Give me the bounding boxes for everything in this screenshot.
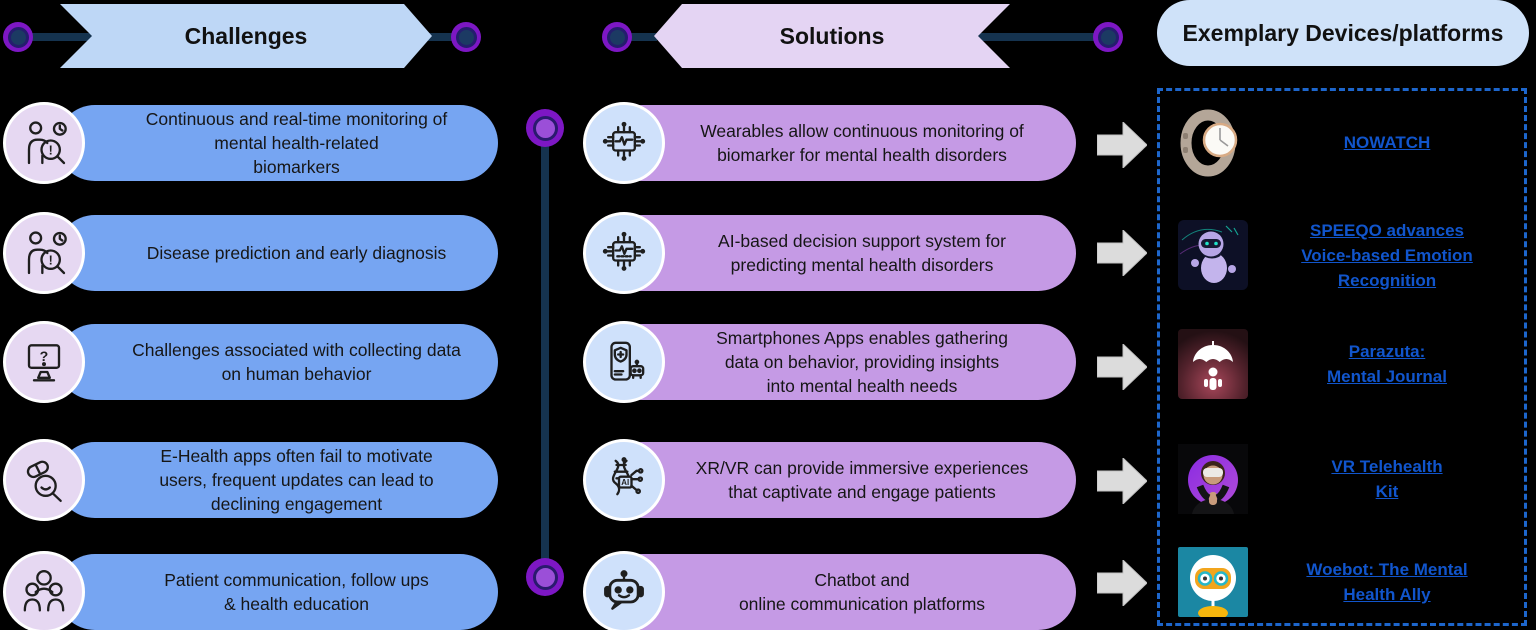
vr-telehealth-link[interactable]: VR Telehealth Kit bbox=[1331, 457, 1443, 501]
parazuta-link[interactable]: Parazuta: Mental Journal bbox=[1327, 342, 1447, 386]
solution-item: AI-based decision support system for pre… bbox=[583, 212, 1076, 294]
chip-ai-icon bbox=[583, 212, 665, 294]
person-diagnosis-search-icon: ! bbox=[3, 212, 85, 294]
challenge-text: E-Health apps often fail to motivate use… bbox=[159, 446, 434, 514]
connector-node-top bbox=[526, 109, 564, 147]
exemplary-title: Exemplary Devices/platforms bbox=[1182, 19, 1504, 46]
connector-node bbox=[602, 22, 632, 52]
exemplar-item: VR Telehealth Kit bbox=[1178, 434, 1518, 524]
connector-line bbox=[428, 33, 454, 41]
challenge-pill: Continuous and real-time monitoring of m… bbox=[57, 105, 498, 181]
solution-item: Wearables allow continuous monitoring of… bbox=[583, 102, 1076, 184]
speeqo-robot-photo bbox=[1178, 220, 1248, 290]
nowatch-link[interactable]: NOWATCH bbox=[1343, 132, 1431, 152]
connector-line bbox=[976, 33, 1096, 41]
connector-line bbox=[629, 33, 657, 41]
solution-text: AI-based decision support system for pre… bbox=[718, 231, 1006, 275]
chatbot-icon bbox=[583, 551, 665, 630]
solution-pill: XR/VR can provide immersive experiences … bbox=[604, 442, 1076, 518]
exemplar-item: Woebot: The Mental Health Ally bbox=[1178, 540, 1518, 624]
exemplar-item: Parazuta: Mental Journal bbox=[1178, 318, 1518, 410]
parazuta-umbrella-logo bbox=[1178, 329, 1248, 399]
challenge-pill: Challenges associated with collecting da… bbox=[57, 324, 498, 400]
exemplary-devices-panel bbox=[1157, 88, 1527, 626]
svg-text:!: ! bbox=[49, 144, 53, 158]
svg-text:!: ! bbox=[49, 254, 53, 268]
challenge-text: Disease prediction and early diagnosis bbox=[146, 243, 447, 263]
connector-node-bottom bbox=[526, 558, 564, 596]
exemplary-header: Exemplary Devices/platforms bbox=[1157, 0, 1529, 66]
woebot-logo bbox=[1178, 547, 1248, 620]
person-realtime-alert-icon: ! bbox=[3, 102, 85, 184]
pills-magnifier-icon bbox=[3, 439, 85, 521]
monitor-question-icon: ? bbox=[3, 321, 85, 403]
challenge-text: Patient communication, follow ups & heal… bbox=[164, 570, 429, 614]
challenge-pill: E-Health apps often fail to motivate use… bbox=[57, 442, 498, 518]
speeqo-link[interactable]: SPEEQO advances Voice-based Emotion Reco… bbox=[1301, 220, 1473, 290]
solution-pill: AI-based decision support system for pre… bbox=[604, 215, 1076, 291]
solution-item: Smartphones Apps enables gathering data … bbox=[583, 321, 1076, 403]
challenge-pill: Patient communication, follow ups & heal… bbox=[57, 554, 498, 630]
flow-arrow-icon bbox=[1096, 558, 1148, 608]
challenge-item: Continuous and real-time monitoring of m… bbox=[3, 102, 498, 184]
solution-text: Smartphones Apps enables gathering data … bbox=[716, 328, 1008, 396]
challenge-text: Continuous and real-time monitoring of m… bbox=[145, 109, 448, 177]
challenge-text: Challenges associated with collecting da… bbox=[132, 340, 461, 384]
connector-line bbox=[30, 33, 92, 41]
dna-ai-icon: AI bbox=[583, 439, 665, 521]
phone-health-app-icon bbox=[583, 321, 665, 403]
challenge-item: Patient communication, follow ups & heal… bbox=[3, 551, 498, 630]
challenges-title: Challenges bbox=[184, 22, 308, 49]
challenge-item: E-Health apps often fail to motivate use… bbox=[3, 439, 498, 521]
connector-node bbox=[1093, 22, 1123, 52]
connector-node bbox=[451, 22, 481, 52]
solutions-title: Solutions bbox=[779, 22, 885, 49]
solution-text: Chatbot and online communication platfor… bbox=[738, 570, 986, 614]
challenge-pill: Disease prediction and early diagnosis bbox=[57, 215, 498, 291]
vertical-connector-line bbox=[541, 128, 549, 578]
patients-group-icon bbox=[3, 551, 85, 630]
solution-pill: Chatbot and online communication platfor… bbox=[604, 554, 1076, 630]
challenges-banner: Challenges bbox=[60, 4, 432, 68]
chip-heartbeat-icon bbox=[583, 102, 665, 184]
woebot-link[interactable]: Woebot: The Mental Health Ally bbox=[1306, 560, 1468, 604]
svg-text:?: ? bbox=[40, 349, 49, 365]
solution-text: Wearables allow continuous monitoring of… bbox=[700, 121, 1024, 165]
solution-pill: Smartphones Apps enables gathering data … bbox=[604, 324, 1076, 400]
solutions-banner: Solutions bbox=[654, 4, 1010, 68]
solution-pill: Wearables allow continuous monitoring of… bbox=[604, 105, 1076, 181]
exemplar-item: SPEEQO advances Voice-based Emotion Reco… bbox=[1178, 205, 1518, 305]
solution-item: XR/VR can provide immersive experiences … bbox=[583, 439, 1076, 521]
flow-arrow-icon bbox=[1096, 342, 1148, 392]
solution-text: XR/VR can provide immersive experiences … bbox=[695, 458, 1029, 502]
solution-item: Chatbot and online communication platfor… bbox=[583, 551, 1076, 630]
connector-node bbox=[3, 22, 33, 52]
exemplar-item: NOWATCH bbox=[1178, 99, 1518, 185]
nowatch-smartwatch-photo bbox=[1178, 107, 1248, 177]
svg-text:AI: AI bbox=[621, 478, 629, 487]
challenge-item: Challenges associated with collecting da… bbox=[3, 321, 498, 403]
challenge-item: Disease prediction and early diagnosis ! bbox=[3, 212, 498, 294]
flow-arrow-icon bbox=[1096, 228, 1148, 278]
flow-arrow-icon bbox=[1096, 456, 1148, 506]
vr-headset-woman-photo bbox=[1178, 444, 1248, 514]
flow-arrow-icon bbox=[1096, 120, 1148, 170]
